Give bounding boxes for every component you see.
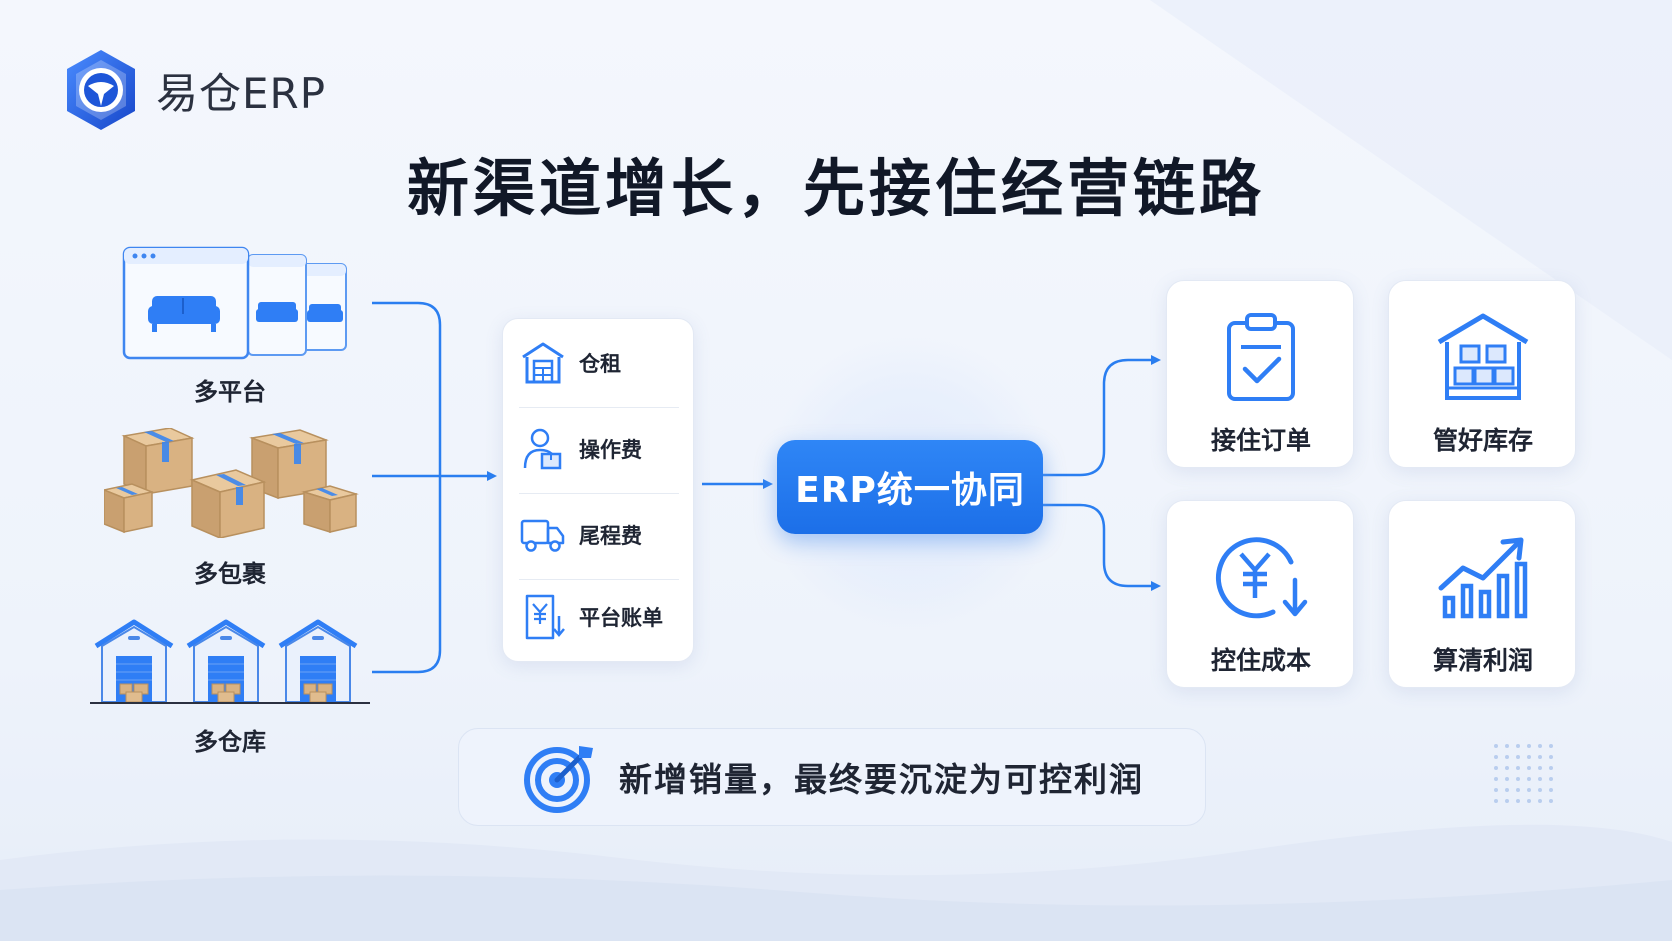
result-label: 接住订单 (1210, 426, 1311, 455)
result-label: 算清利润 (1432, 646, 1533, 675)
erp-hub: ERP统一协同 (777, 440, 1043, 534)
clipboard-check-icon (1227, 313, 1295, 401)
cost-item-platform-bill: 平台账单 (519, 577, 679, 657)
page-title: 新渠道增长，先接住经营链路 (406, 152, 1265, 225)
divider (519, 407, 679, 408)
divider (519, 579, 679, 580)
cost-card: 仓租 操作费 尾程费 (502, 318, 694, 662)
warehouse-icon (522, 342, 564, 384)
target-arrow-icon (524, 746, 593, 813)
inventory-warehouse-icon (1437, 313, 1529, 400)
cost-item-rent: 仓租 (519, 323, 679, 403)
result-card-profit: 算清利润 (1388, 500, 1576, 688)
growth-chart-icon (1438, 537, 1528, 619)
cardboard-boxes-icon (104, 428, 359, 538)
cost-item-last-mile: 尾程费 (519, 495, 679, 575)
cost-item-operation: 操作费 (519, 409, 679, 489)
source-label-parcels: 多包裹 (194, 560, 266, 588)
worker-box-icon (523, 428, 562, 470)
divider (519, 493, 679, 494)
cost-label: 尾程费 (579, 524, 642, 548)
yen-cycle-icon (1215, 537, 1308, 619)
browser-windows-sofa-icon (122, 246, 347, 360)
result-card-orders: 接住订单 (1166, 280, 1354, 468)
result-card-inventory: 管好库存 (1388, 280, 1576, 468)
warehouses-icon (90, 619, 370, 706)
result-label: 控住成本 (1210, 646, 1311, 675)
cost-label: 仓租 (579, 352, 621, 376)
result-card-cost: 控住成本 (1166, 500, 1354, 688)
goal-banner: 新增销量，最终要沉淀为可控利润 (458, 728, 1206, 826)
logo-hexagon-icon (67, 50, 135, 130)
cost-label: 平台账单 (579, 606, 663, 630)
goal-text: 新增销量，最终要沉淀为可控利润 (619, 760, 1144, 799)
decorative-dots (1494, 744, 1553, 803)
source-label-platforms: 多平台 (194, 378, 266, 406)
truck-icon (520, 519, 565, 552)
brand-logo: 易仓ERP (64, 48, 326, 132)
result-label: 管好库存 (1432, 426, 1533, 455)
cost-label: 操作费 (579, 438, 642, 462)
source-label-warehouses: 多仓库 (194, 728, 266, 756)
bill-yen-icon (525, 594, 565, 640)
brand-name: 易仓ERP (156, 68, 327, 118)
